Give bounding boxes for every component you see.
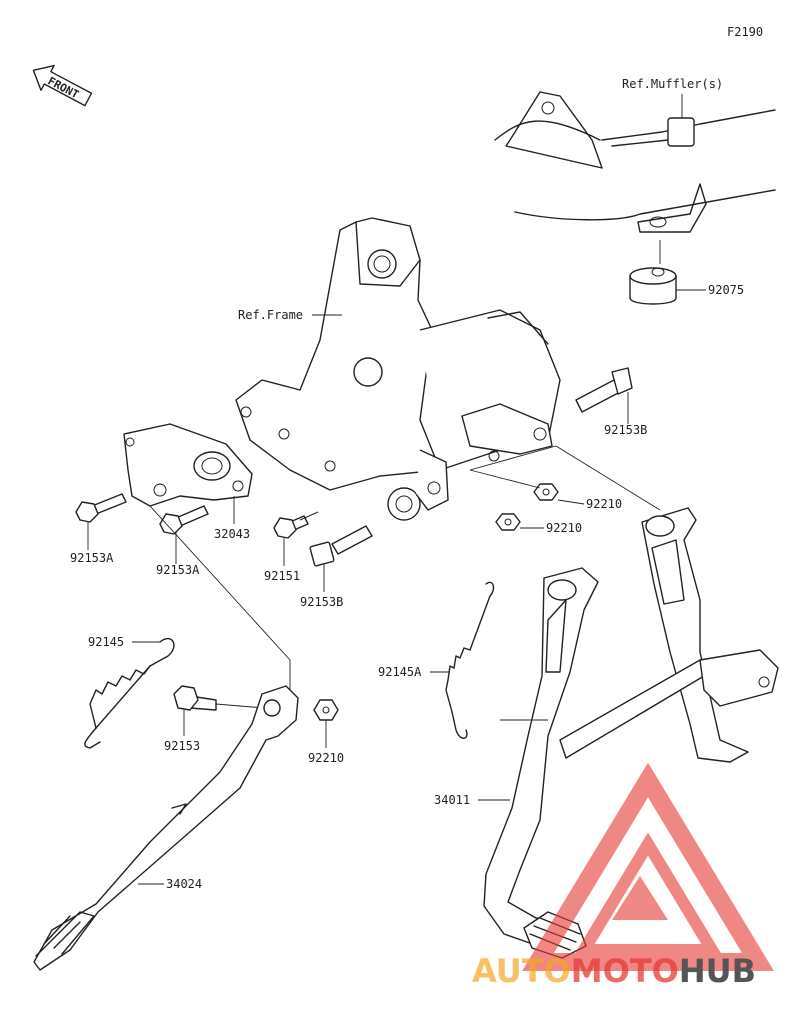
label-34011: 34011 [434,793,470,807]
label-92210-right: 92210 [586,497,622,511]
label-34024: 34024 [166,877,202,891]
svg-text:AUTOMOTOHUB: AUTOMOTOHUB [472,952,756,990]
automotohub-watermark: AUTOMOTOHUB [472,762,774,990]
nut-92210-right: 92210 [533,483,622,511]
label-92153a-left: 92153A [70,551,114,565]
bolt-92153a-mid: 92153A [156,505,209,577]
label-92153b-bottom: 92153B [300,595,343,609]
ref-muffler-label: Ref.Muffler(s) [622,77,723,91]
label-92075: 92075 [708,283,744,297]
label-92153b-top: 92153B [604,423,647,437]
label-92153: 92153 [164,739,200,753]
ref-frame-label: Ref.Frame [238,308,303,322]
nut-92210-lower: 92210 [308,699,344,765]
side-stand-34024: 34024 [33,685,299,971]
nut-92210-mid: 92210 [495,513,582,535]
watermark-moto: MOTO [571,952,679,990]
bolt-92153a-left: 92153A [70,493,127,565]
watermark-hub: HUB [679,952,756,990]
bolt-92153b-bottom: 92153B [300,525,373,609]
watermark-triangle-icon [522,762,774,971]
bolt-92153b-top: 92153B [575,367,647,437]
watermark-auto: AUTO [472,952,571,990]
bolt-92153: 92153 [164,685,265,753]
diagram-code: F2190 [727,25,763,39]
label-92153a-mid: 92153A [156,563,200,577]
label-92145: 92145 [88,635,124,649]
label-32043: 32043 [214,527,250,541]
bolt-92151: 92151 [264,511,319,583]
bracket-32043: 32043 [123,423,253,541]
label-92210-mid: 92210 [546,521,582,535]
spring-92145a: 92145A [378,581,495,739]
spring-92145: 92145 [84,635,175,749]
front-arrow-icon: FRONT [32,64,93,107]
muffler-reference: Ref.Muffler(s) [494,77,776,233]
label-92145a: 92145A [378,665,422,679]
label-92210-lower: 92210 [308,751,344,765]
center-stand-34011: 34011 [434,507,779,959]
rubber-damper: 92075 [629,240,744,305]
frame-reference: Ref.Frame [235,217,561,521]
label-92151: 92151 [264,569,300,583]
